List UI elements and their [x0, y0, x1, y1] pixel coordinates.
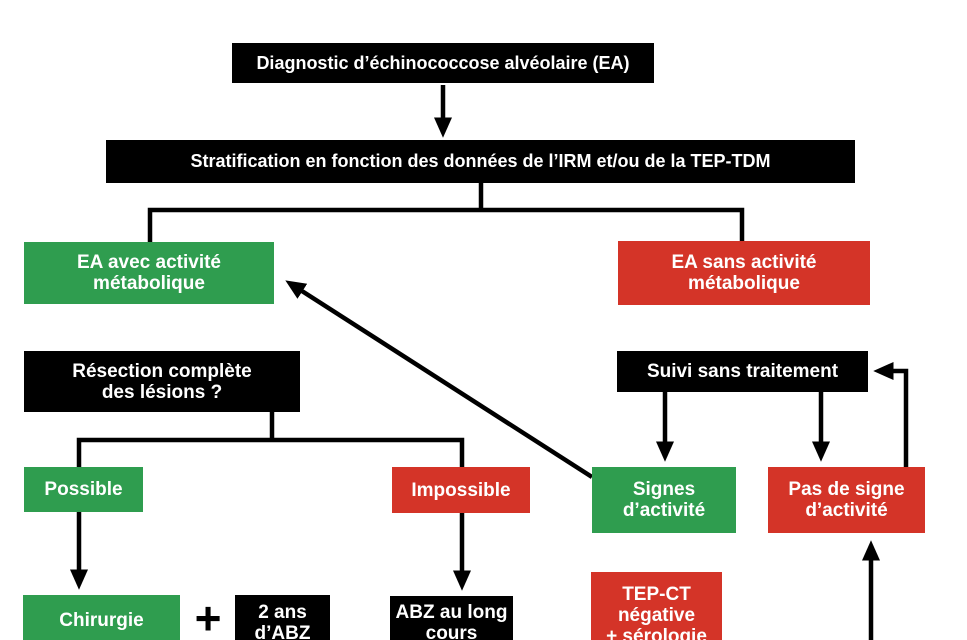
node-ea-sans-activite: EA sans activité métabolique: [618, 241, 870, 305]
node-possible: Possible: [24, 467, 143, 512]
node-label: cours: [425, 623, 478, 640]
node-signes-activite: Signes d’activité: [592, 467, 736, 533]
node-label: TEP-CT: [622, 584, 691, 605]
node-label: Stratification en fonction des données d…: [190, 151, 771, 171]
connector-resection-branch: [76, 437, 465, 469]
node-label: EA sans activité: [671, 252, 817, 273]
node-ea-avec-activite: EA avec activité métabolique: [24, 242, 274, 304]
node-label: Résection complète: [72, 360, 252, 382]
node-label: des lésions ?: [101, 381, 223, 403]
node-label: d’ABZ: [254, 623, 311, 640]
node-label: ABZ au long: [395, 602, 508, 623]
node-label: métabolique: [93, 273, 205, 294]
node-impossible: Impossible: [392, 467, 530, 513]
node-label: Suivi sans traitement: [646, 361, 839, 382]
connector-signes-ea-avec: [285, 280, 594, 479]
node-abz-au-long-cours: ABZ au long cours: [390, 596, 513, 640]
node-label: EA avec activité: [77, 252, 221, 273]
node-label: Signes: [632, 479, 696, 500]
node-label: Possible: [44, 479, 123, 500]
node-label: Impossible: [411, 479, 511, 501]
node-suivi-sans-traitement: Suivi sans traitement: [617, 351, 868, 392]
node-label: 2 ans: [258, 602, 307, 623]
node-pas-de-signe-activite: Pas de signe d’activité: [768, 467, 925, 533]
node-label: métabolique: [688, 273, 800, 294]
plus-sign: +: [194, 592, 222, 640]
connector-stratification-branch: [147, 207, 745, 244]
node-label: + sérologie: [606, 626, 707, 640]
node-label: d’activité: [622, 500, 706, 521]
node-resection-complete: Résection complète des lésions ?: [24, 351, 300, 412]
node-chirurgie: Chirurgie: [23, 595, 180, 640]
node-2-ans-abz: 2 ans d’ABZ: [235, 595, 330, 640]
connector-pas-de-signe-suivi-loop: [873, 362, 909, 469]
node-label: Diagnostic d’échinococcose alvéolaire (E…: [256, 52, 630, 73]
node-label: négative: [617, 605, 696, 626]
node-label: Chirurgie: [59, 609, 144, 631]
node-tep-ct-negative: TEP-CT négative + sérologie: [591, 572, 722, 640]
node-label: d’activité: [805, 500, 888, 521]
node-diagnostic: Diagnostic d’échinococcose alvéolaire (E…: [232, 43, 654, 83]
node-label: Pas de signe: [788, 479, 905, 500]
node-stratification: Stratification en fonction des données d…: [106, 140, 855, 183]
